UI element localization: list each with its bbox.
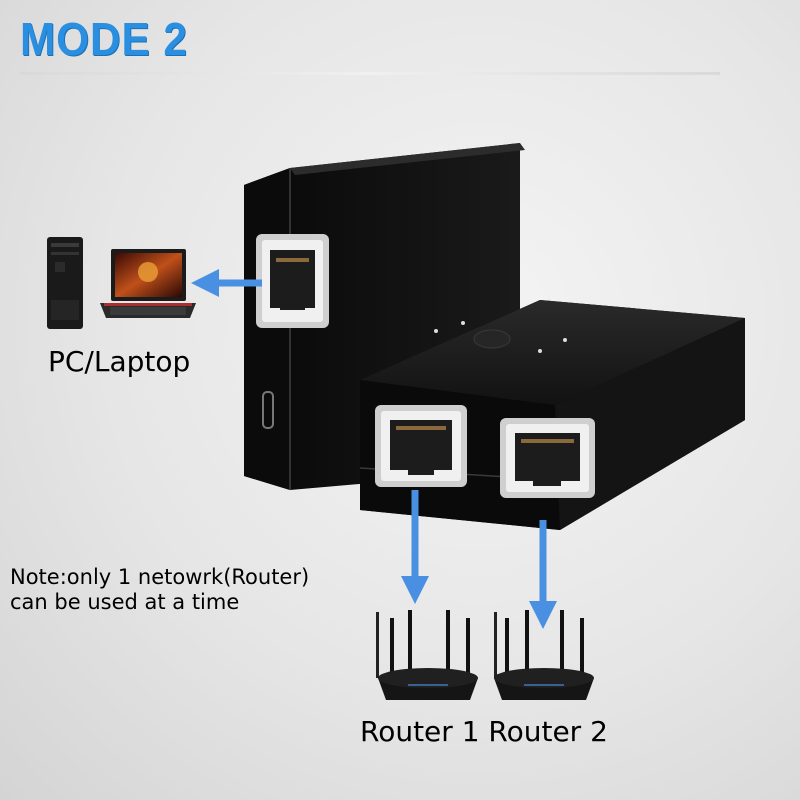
router-2-icon — [494, 610, 594, 700]
note-line-2: can be used at a time — [10, 590, 240, 614]
switch-device-front — [359, 300, 745, 530]
title-divider — [20, 72, 720, 75]
pc-laptop-label: PC/Laptop — [48, 345, 191, 378]
router-1-icon — [376, 610, 478, 700]
note-line-1: Note:only 1 netowrk(Router) — [10, 565, 310, 589]
note-text: Note:only 1 netowrk(Router) can be used … — [10, 565, 309, 615]
rj45-port-pc — [256, 234, 329, 328]
pc-tower-icon — [47, 237, 83, 329]
laptop-icon — [100, 249, 196, 318]
rj45-port-router-1 — [375, 405, 467, 487]
switch-button-icon — [473, 329, 511, 349]
usb-port-icon — [262, 391, 274, 429]
rj45-port-router-2 — [500, 418, 595, 498]
router-labels: Router 1 Router 2 — [360, 715, 608, 748]
mode-title: MODE 2 — [20, 13, 188, 65]
